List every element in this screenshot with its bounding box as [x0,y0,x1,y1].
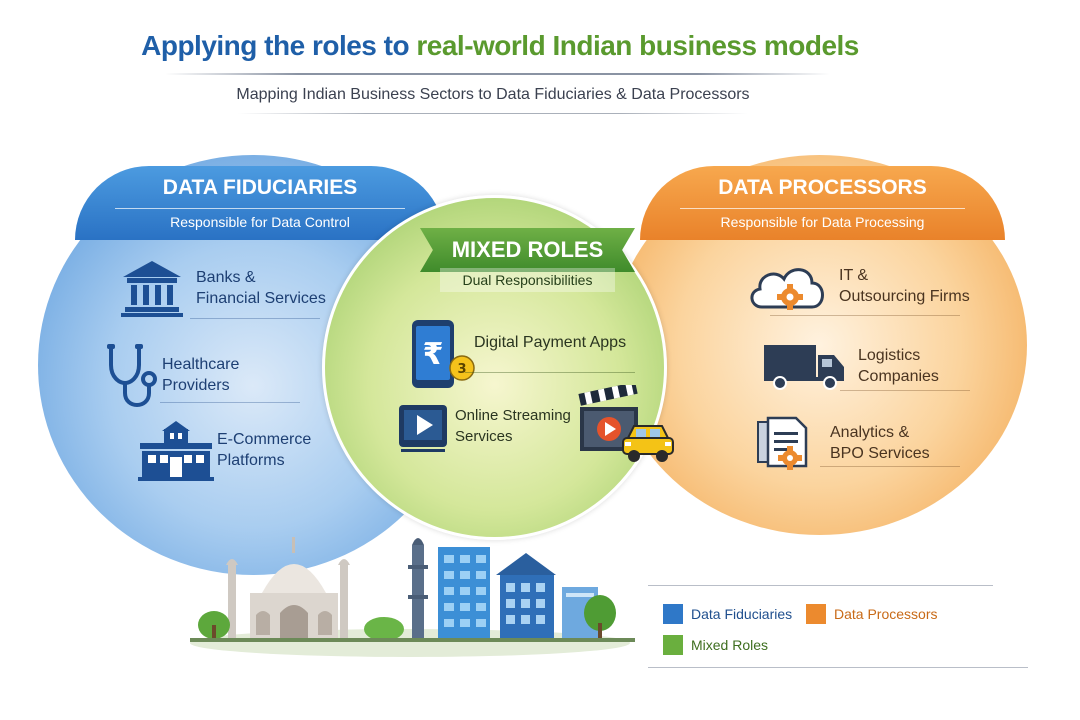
processors-title: DATA PROCESSORS [718,176,927,199]
fiduciaries-header: DATA FIDUCIARIES Responsible for Data Co… [75,166,445,240]
play-screen-icon [395,398,451,454]
mixed-item-payments-label: Digital Payment Apps [474,332,626,353]
mixed-item-streaming-line1: Online Streaming [455,407,571,424]
legend: Data Fiduciaries Data Processors Mixed R… [648,585,1028,670]
truck-icon [760,340,850,392]
fiduciary-item-banks-label: Banks & Financial Services [196,267,326,309]
processor-item-it-label: IT & Outsourcing Firms [839,265,970,307]
processor-divider [840,390,970,391]
fiduciary-item-banks-line2: Financial Services [196,290,326,307]
processor-item-analytics-label: Analytics & BPO Services [830,422,930,464]
processors-header-rule [680,208,965,209]
mixed-roles-subtitle: Dual Responsibilities [440,268,615,292]
processor-item-it: IT & Outsourcing Firms [745,258,970,314]
processor-item-logistics-line2: Companies [858,368,939,385]
subtitle-divider [238,113,748,114]
processor-item-it-line1: IT & [839,267,869,284]
processor-divider [820,466,960,467]
legend-swatch-processors [806,604,826,624]
page-subtitle: Mapping Indian Business Sectors to Data … [236,86,750,103]
fiduciary-item-ecommerce: E-Commerce Platforms [135,418,311,482]
page-title: Applying the roles to real-world Indian … [0,30,1000,62]
legend-swatch-mixed [663,635,683,655]
fiduciary-item-healthcare: Healthcare Providers [100,340,239,410]
legend-label-processors: Data Processors [834,606,938,622]
fiduciary-item-ecommerce-line1: E-Commerce [217,431,312,448]
taxi-icon [620,420,676,464]
fiduciaries-subtitle: Responsible for Data Control [170,214,350,230]
svg-text:₹: ₹ [423,337,444,372]
processors-subtitle: Responsible for Data Processing [720,214,925,230]
processors-header: DATA PROCESSORS Responsible for Data Pro… [640,166,1005,240]
mixed-item-streaming-line2: Services [455,428,513,445]
fiduciary-item-banks: Banks & Financial Services [118,258,326,318]
fiduciary-item-banks-line1: Banks & [196,269,256,286]
processor-divider [770,315,960,316]
title-part-1: Applying the roles to [141,30,410,61]
fiduciary-item-ecommerce-label: E-Commerce Platforms [217,429,311,471]
processor-item-analytics-line2: BPO Services [830,445,930,462]
legend-top-rule [648,585,993,586]
fiduciary-item-healthcare-line2: Providers [162,377,230,394]
rupee-phone-icon: ₹ 3 [408,318,478,390]
mixed-roles-title: MIXED ROLES [451,237,604,262]
legend-label-fiduciaries: Data Fiduciaries [691,606,793,622]
legend-swatch-fiduciaries [663,604,683,624]
storefront-icon [135,418,217,482]
stethoscope-icon [100,340,158,410]
legend-label-mixed: Mixed Roles [691,637,769,653]
processor-item-logistics-line1: Logistics [858,347,921,364]
bank-icon [118,258,186,318]
legend-bottom-rule [648,667,1028,668]
processor-item-logistics: Logistics Companies [760,340,939,392]
fiduciary-item-healthcare-line1: Healthcare [162,356,240,373]
fiduciary-item-healthcare-label: Healthcare Providers [162,354,239,396]
fiduciary-divider [190,318,320,319]
processor-item-analytics: Analytics & BPO Services [752,415,930,471]
document-gear-icon [752,415,828,471]
mixed-item-streaming: Online Streaming Services [395,398,571,454]
mixed-item-payments: ₹ 3 Digital Payment Apps [408,318,626,390]
title-divider [165,73,830,75]
fiduciaries-header-rule [115,208,405,209]
fiduciary-divider [160,402,300,403]
mixed-item-payments-line1: Digital Payment Apps [474,333,627,351]
processor-item-it-line2: Outsourcing Firms [839,288,970,305]
payment-badge: 3 [457,362,466,377]
mixed-roles-ribbon: MIXED ROLES [420,228,635,272]
processor-item-logistics-label: Logistics Companies [858,345,939,387]
fiduciary-item-ecommerce-line2: Platforms [217,452,285,469]
mixed-item-streaming-label: Online Streaming Services [455,405,571,447]
title-part-2: real-world Indian business models [416,30,859,61]
clapperboard-icon [574,381,644,455]
city-skyline-illustration [190,525,635,660]
cloud-gear-icon [745,258,831,314]
mixed-divider [465,372,635,373]
fiduciaries-title: DATA FIDUCIARIES [162,176,358,199]
processor-item-analytics-line1: Analytics & [830,424,910,441]
